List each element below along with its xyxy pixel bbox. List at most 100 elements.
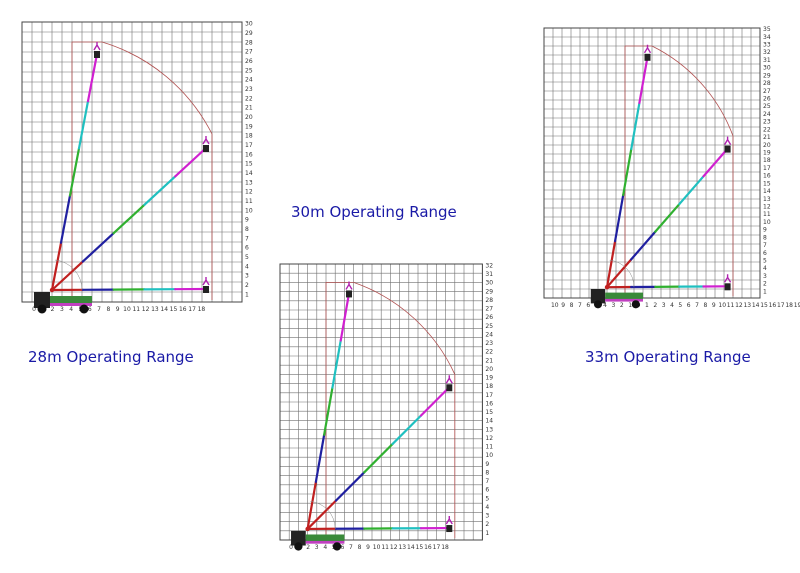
x-tick-label: 8 <box>106 306 110 313</box>
y-tick-label: 12 <box>485 435 493 442</box>
y-tick-label: 26 <box>485 314 493 321</box>
x-tick-label: 3 <box>315 544 319 551</box>
truck-cab <box>590 289 606 304</box>
y-tick-label: 15 <box>763 180 771 187</box>
platform-operator-figure <box>202 136 210 145</box>
turret-pivot <box>604 285 610 290</box>
platform-basket <box>446 525 453 533</box>
y-tick-label: 21 <box>245 105 253 112</box>
boom-max-outreach <box>605 274 732 291</box>
boom-segment <box>68 147 81 197</box>
x-tick-label: 1 <box>628 302 632 309</box>
y-tick-label: 6 <box>245 245 249 252</box>
working-envelope <box>71 41 213 300</box>
caption-28m-operating-range: 28m Operating Range <box>28 348 194 366</box>
y-tick-label: 18 <box>245 133 253 140</box>
y-tick-label: 7 <box>763 242 767 249</box>
y-tick-label: 21 <box>763 134 771 141</box>
y-tick-label: 24 <box>485 331 493 338</box>
boom-segment <box>702 147 729 178</box>
y-tick-label: 20 <box>763 142 771 149</box>
boom-segment <box>77 100 90 150</box>
boom-max-height <box>605 44 652 289</box>
x-tick-label: 4 <box>603 302 607 309</box>
x-tick-label: 1 <box>645 302 649 309</box>
y-tick-label: 17 <box>485 392 493 399</box>
y-tick-label: 23 <box>245 86 253 93</box>
y-tick-label: 30 <box>763 65 771 72</box>
x-tick-label: 6 <box>340 544 344 551</box>
x-tick-label: 18 <box>198 306 206 313</box>
x-tick-label: 10 <box>123 306 131 313</box>
y-tick-label: 21 <box>485 357 493 364</box>
boom-segment <box>654 202 681 233</box>
x-tick-label: 2 <box>306 544 310 551</box>
x-tick-label: 17 <box>433 544 441 551</box>
boom-segment <box>630 101 641 151</box>
platform-operator-figure <box>93 42 101 51</box>
y-tick-label: 10 <box>245 207 253 214</box>
truck-wheel <box>294 542 303 551</box>
y-tick-label: 8 <box>763 234 767 241</box>
working-range-diagram-28m: 0123456789101112131415161718123456789101… <box>21 21 253 314</box>
boom-max-height <box>50 42 101 292</box>
boom-segment <box>331 339 342 389</box>
boom-segment <box>50 260 84 292</box>
x-tick-label: 19 <box>794 302 800 309</box>
x-tick-label: 9 <box>712 302 716 309</box>
platform-operator-figure <box>345 281 353 290</box>
boom-segment <box>306 480 317 531</box>
platform-basket <box>94 51 100 58</box>
y-tick-label: 4 <box>763 265 767 272</box>
x-tick-label: 9 <box>116 306 120 313</box>
boom-max-outreach <box>306 516 453 533</box>
angle-guide-arc <box>609 259 635 288</box>
truck-illustration <box>34 287 92 314</box>
angle-guide-arc <box>54 259 83 291</box>
y-tick-label: 13 <box>245 179 253 186</box>
boom-segment <box>314 433 326 483</box>
y-tick-label: 13 <box>763 196 771 203</box>
boom-segment <box>363 442 394 474</box>
y-tick-label: 15 <box>245 161 253 168</box>
x-tick-label: 8 <box>358 544 362 551</box>
working-envelope <box>325 282 456 539</box>
y-tick-label: 14 <box>763 188 771 195</box>
y-tick-label: 2 <box>245 282 249 289</box>
platform-basket <box>724 145 731 153</box>
x-tick-label: 15 <box>760 302 768 309</box>
y-tick-label: 20 <box>245 114 253 121</box>
x-tick-label: 12 <box>390 544 398 551</box>
x-tick-label: 11 <box>132 306 140 313</box>
x-tick-label: 13 <box>151 306 159 313</box>
y-tick-label: 24 <box>763 111 771 118</box>
y-tick-label: 9 <box>485 461 489 468</box>
y-tick-label: 33 <box>763 42 771 49</box>
boom-segment <box>605 240 617 289</box>
y-tick-label: 12 <box>245 189 253 196</box>
y-tick-label: 8 <box>485 469 489 476</box>
x-tick-label: 17 <box>777 302 785 309</box>
y-tick-label: 10 <box>485 452 493 459</box>
y-tick-label: 35 <box>763 26 771 33</box>
x-tick-label: 8 <box>704 302 708 309</box>
grid-border <box>279 263 483 541</box>
y-tick-label: 1 <box>763 288 767 295</box>
x-tick-label: 11 <box>727 302 735 309</box>
x-tick-label: 5 <box>678 302 682 309</box>
truck-frame <box>50 303 92 306</box>
y-tick-label: 9 <box>245 217 249 224</box>
boom-segment <box>391 414 423 446</box>
boom-segment <box>419 386 451 417</box>
x-tick-label: 15 <box>170 306 178 313</box>
y-tick-label: 27 <box>245 49 253 56</box>
grid <box>279 263 483 541</box>
y-tick-label: 22 <box>245 95 253 102</box>
working-envelope <box>624 45 734 297</box>
boom-segment <box>339 292 351 342</box>
y-tick-label: 3 <box>245 273 249 280</box>
turret-pivot <box>305 526 310 532</box>
y-tick-label: 16 <box>485 400 493 407</box>
boom-segment <box>174 146 208 178</box>
y-tick-label: 26 <box>763 96 771 103</box>
